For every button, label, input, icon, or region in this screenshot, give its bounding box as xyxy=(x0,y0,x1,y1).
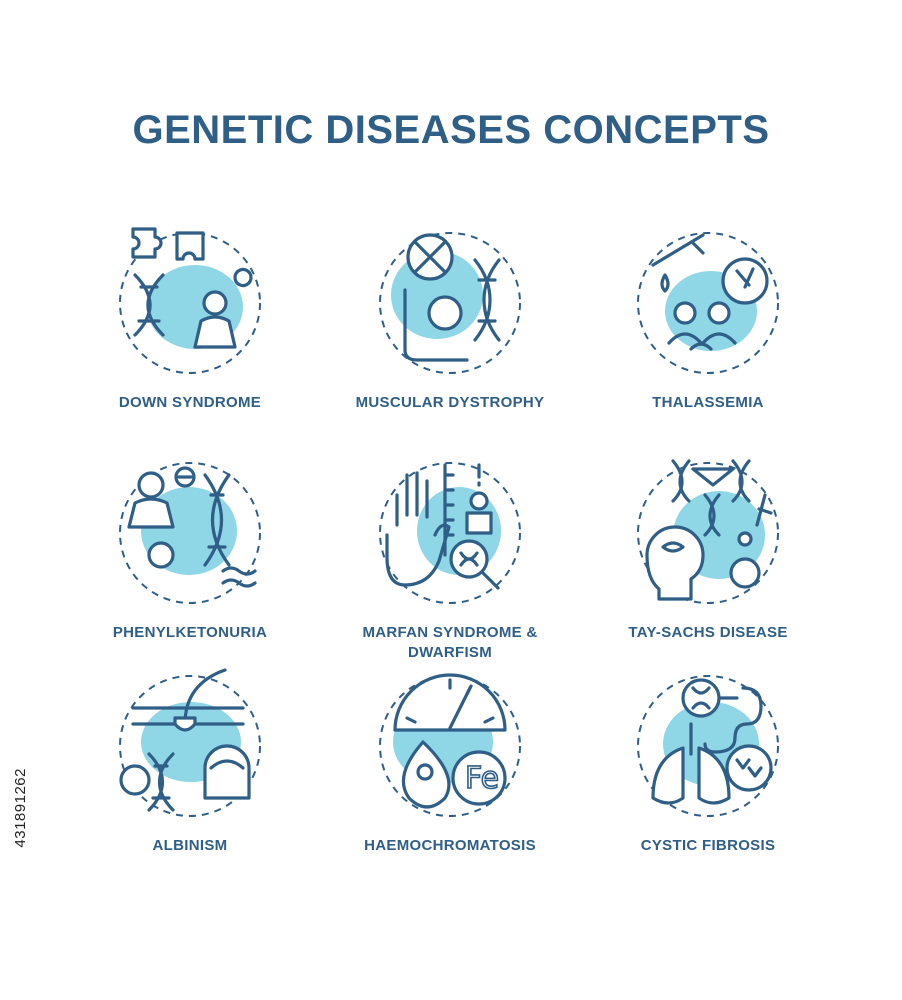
concept-card-marfan-dwarfism: MARFAN SYNDROME & DWARFISM xyxy=(320,455,580,695)
concept-card-cystic-fibrosis: CYSTIC FIBROSIS xyxy=(578,668,838,908)
concept-card-down-syndrome: DOWN SYNDROME xyxy=(60,225,320,465)
concept-label: MUSCULAR DYSTROPHY xyxy=(355,394,545,411)
page-title: GENETIC DISEASES CONCEPTS xyxy=(132,108,770,152)
gauge-iron-blood-icon: Fe xyxy=(379,673,521,817)
svg-text:Fe: Fe xyxy=(465,761,499,796)
concept-card-phenylketonuria: PHENYLKETONURIA xyxy=(60,455,320,695)
stock-image-id: 431891262 xyxy=(12,768,29,848)
puzzle-dna-baby-icon xyxy=(119,227,261,374)
lungs-pancreas-dna-icon xyxy=(637,675,779,817)
concept-label: TAY-SACHS DISEASE xyxy=(628,624,788,641)
baby-dna-vomit-icon xyxy=(119,462,261,604)
hand-height-dna-icon xyxy=(379,462,521,604)
concept-card-muscular-dystrophy: MUSCULAR DYSTROPHY xyxy=(320,225,580,465)
concept-label: DOWN SYNDROME xyxy=(118,394,262,411)
concept-label: MARFAN SYNDROME & DWARFISM xyxy=(362,624,538,661)
blood-test-family-icon xyxy=(637,232,779,374)
concept-label: ALBINISM xyxy=(152,837,228,854)
concept-label: CYSTIC FIBROSIS xyxy=(640,837,776,854)
concept-card-haemochromatosis: Fe HAEMOCHROMATOSIS xyxy=(320,668,580,908)
skin-hair-dna-icon xyxy=(119,668,261,817)
concept-card-tay-sachs: TAY-SACHS DISEASE xyxy=(578,455,838,695)
concept-card-albinism: ALBINISM xyxy=(60,668,320,908)
concept-label: PHENYLKETONURIA xyxy=(112,624,268,641)
concept-label: THALASSEMIA xyxy=(652,394,764,411)
brain-nerve-wheelchair-icon xyxy=(637,459,779,604)
concept-card-thalassemia: THALASSEMIA xyxy=(578,225,838,465)
muscle-cell-dna-icon xyxy=(379,232,521,374)
concept-label: HAEMOCHROMATOSIS xyxy=(364,837,536,854)
